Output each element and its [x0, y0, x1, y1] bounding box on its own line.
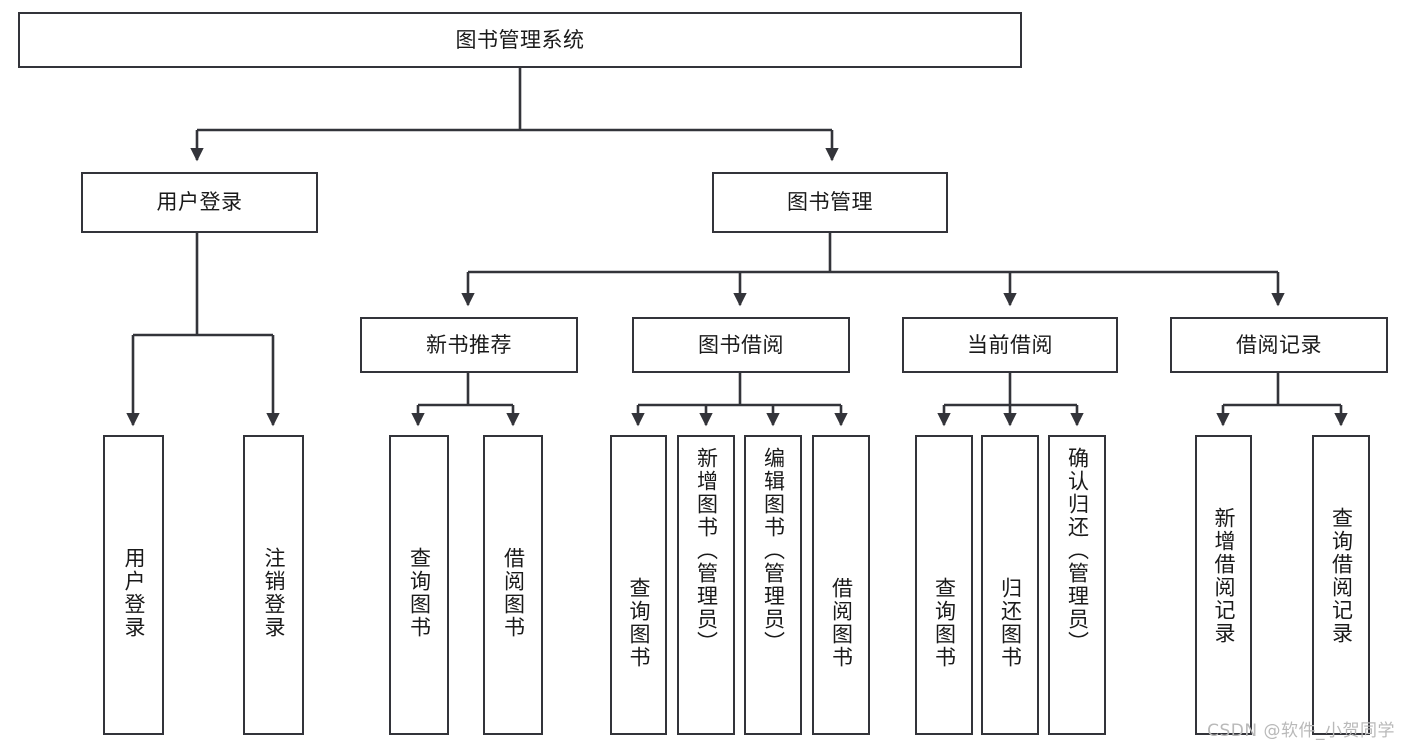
node-leaf-query-book-1[interactable]: 查询图书: [389, 435, 449, 735]
csdn-watermark: CSDN @软件_小贺同学: [1207, 721, 1395, 741]
node-leaf-borrow-book-2-label: 借阅图书: [829, 577, 854, 669]
node-leaf-confirm-return[interactable]: 确认归还（管理员）: [1048, 435, 1106, 735]
node-leaf-return-book[interactable]: 归还图书: [981, 435, 1039, 735]
node-current-borrow[interactable]: 当前借阅: [902, 317, 1118, 373]
node-leaf-user-login-label: 用户登录: [122, 547, 146, 639]
node-leaf-edit-book-label: 编辑图书（管理员）: [761, 447, 786, 654]
node-leaf-add-record[interactable]: 新增借阅记录: [1195, 435, 1252, 735]
node-borrow-record[interactable]: 借阅记录: [1170, 317, 1388, 373]
node-root[interactable]: 图书管理系统: [18, 12, 1022, 68]
node-leaf-edit-book[interactable]: 编辑图书（管理员）: [744, 435, 802, 735]
node-leaf-query-book-3[interactable]: 查询图书: [915, 435, 973, 735]
node-book-borrow-label: 图书借阅: [698, 332, 784, 357]
node-leaf-user-login[interactable]: 用户登录: [103, 435, 164, 735]
node-book-borrow[interactable]: 图书借阅: [632, 317, 850, 373]
node-leaf-confirm-return-label: 确认归还（管理员）: [1065, 447, 1090, 654]
node-leaf-add-record-label: 新增借阅记录: [1212, 507, 1236, 645]
node-leaf-query-book-1-label: 查询图书: [407, 547, 432, 639]
node-leaf-borrow-book-1-label: 借阅图书: [501, 547, 526, 639]
node-root-label: 图书管理系统: [455, 27, 585, 52]
node-leaf-add-book[interactable]: 新增图书（管理员）: [677, 435, 735, 735]
node-new-book-rec-label: 新书推荐: [426, 332, 512, 357]
node-leaf-borrow-book-1[interactable]: 借阅图书: [483, 435, 543, 735]
node-leaf-query-record[interactable]: 查询借阅记录: [1312, 435, 1370, 735]
node-leaf-logout[interactable]: 注销登录: [243, 435, 304, 735]
node-leaf-query-record-label: 查询借阅记录: [1329, 507, 1354, 645]
node-borrow-record-label: 借阅记录: [1236, 332, 1322, 357]
node-leaf-query-book-2[interactable]: 查询图书: [610, 435, 667, 735]
node-leaf-query-book-3-label: 查询图书: [932, 577, 957, 669]
node-leaf-logout-label: 注销登录: [262, 547, 286, 639]
node-leaf-add-book-label: 新增图书（管理员）: [694, 447, 719, 654]
node-new-book-rec[interactable]: 新书推荐: [360, 317, 578, 373]
node-current-borrow-label: 当前借阅: [967, 332, 1053, 357]
node-leaf-query-book-2-label: 查询图书: [627, 577, 651, 669]
node-user-login-label: 用户登录: [156, 190, 243, 215]
node-user-login[interactable]: 用户登录: [81, 172, 318, 233]
node-book-manage-label: 图书管理: [787, 190, 873, 215]
node-leaf-borrow-book-2[interactable]: 借阅图书: [812, 435, 870, 735]
node-book-manage[interactable]: 图书管理: [712, 172, 948, 233]
node-leaf-return-book-label: 归还图书: [998, 577, 1023, 669]
